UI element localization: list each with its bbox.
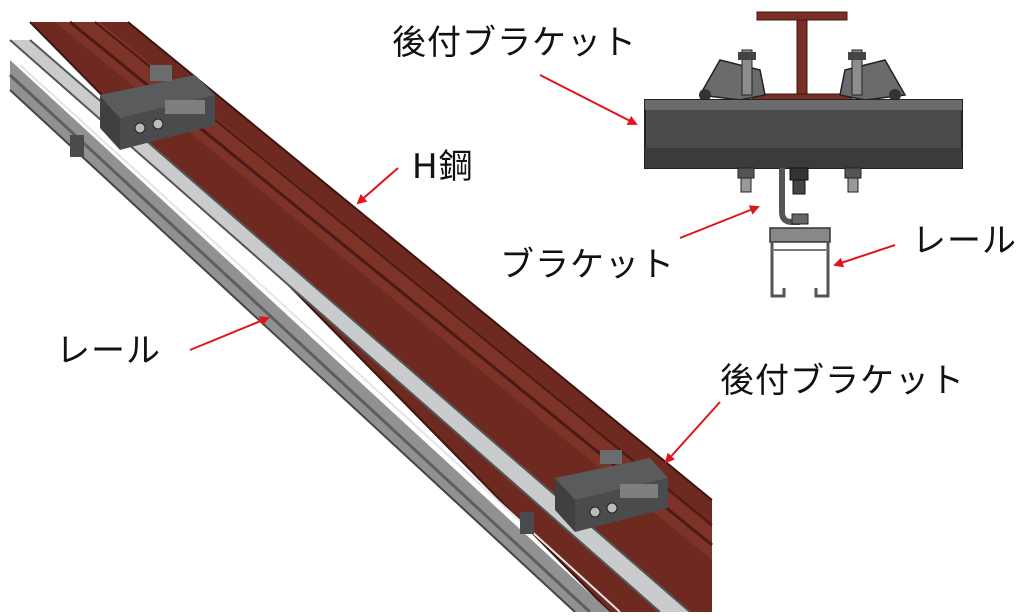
rear-bracket-iso-lower [520, 450, 668, 534]
bracket-bolts [737, 167, 862, 195]
arrow-bracket [679, 205, 760, 239]
h-beam-section [751, 11, 853, 103]
arrow-rail-left [189, 316, 270, 351]
arrow-rear-bracket-top [539, 74, 638, 125]
rail-section [769, 227, 831, 298]
arrow-rear-bracket-bottom [664, 401, 721, 464]
rail-iso [8, 39, 691, 614]
label-rear-bracket-top: 後付ブラケット [392, 23, 637, 63]
arrow-rail-right [833, 244, 896, 268]
label-rail-right: レール [912, 221, 1017, 261]
label-rear-bracket-bottom: 後付ブラケット [720, 361, 965, 401]
hanger-bracket [779, 168, 809, 225]
section-view [644, 11, 963, 298]
label-bracket: ブラケット [500, 245, 675, 285]
rear-bracket-section [644, 99, 963, 169]
arrow-h-beam [356, 167, 399, 205]
isometric-view [8, 20, 713, 614]
label-rail-left: レール [56, 331, 161, 371]
leader-arrows [189, 74, 896, 464]
label-h-beam: H鋼 [412, 147, 474, 187]
rear-bracket-iso-upper [70, 65, 215, 157]
clamp-arms [698, 49, 907, 101]
